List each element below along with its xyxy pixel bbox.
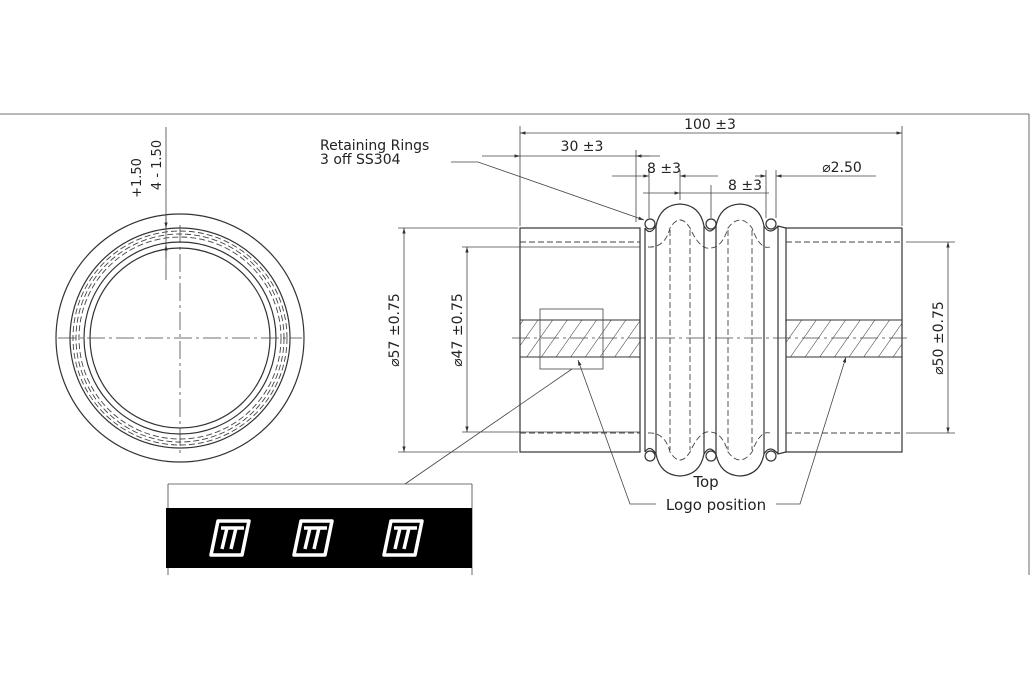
dim-pitch-2: 8 ±3: [728, 178, 762, 194]
logo-hatch-right: [785, 319, 903, 358]
logo-hatch-left: [519, 319, 641, 358]
sheet-frame: [0, 113, 1030, 575]
end-view: +1.50 4 - 1.50: [55, 127, 305, 463]
dim-end-length: 30 ±3: [561, 139, 604, 155]
notes: Retaining Rings 3 off SS304 Top Logo pos…: [320, 138, 847, 514]
logo-icon: [292, 519, 334, 557]
dim-right-diameter: ⌀50 ±0.75: [931, 301, 947, 375]
dim-pitch-1: 8 ±3: [647, 161, 681, 177]
end-tolerance-lower: 4 - 1.50: [150, 140, 165, 190]
end-tolerance-upper: +1.50: [130, 158, 145, 198]
side-view: [512, 203, 910, 477]
note-retaining-rings-2: 3 off SS304: [320, 152, 401, 168]
note-retaining-rings-1: Retaining Rings: [320, 138, 429, 154]
logo-icon: [209, 519, 251, 557]
logo-strip: [166, 483, 473, 575]
note-top: Top: [692, 473, 718, 491]
dim-outer-diameter: ⌀57 ±0.75: [387, 293, 403, 367]
logo-icon: [382, 519, 424, 557]
dim-ring-diameter: ⌀2.50: [822, 160, 862, 176]
dimensions: 100 ±3 30 ±3 8 ±3 8 ±3 ⌀2.50 ⌀57 ±0.75 ⌀…: [387, 117, 955, 453]
note-logo-position: Logo position: [666, 496, 766, 514]
bellows-lines: [644, 226, 779, 454]
dim-overall-length: 100 ±3: [684, 117, 736, 133]
retaining-rings: [644, 218, 777, 462]
dim-inner-diameter: ⌀47 ±0.75: [450, 293, 466, 367]
